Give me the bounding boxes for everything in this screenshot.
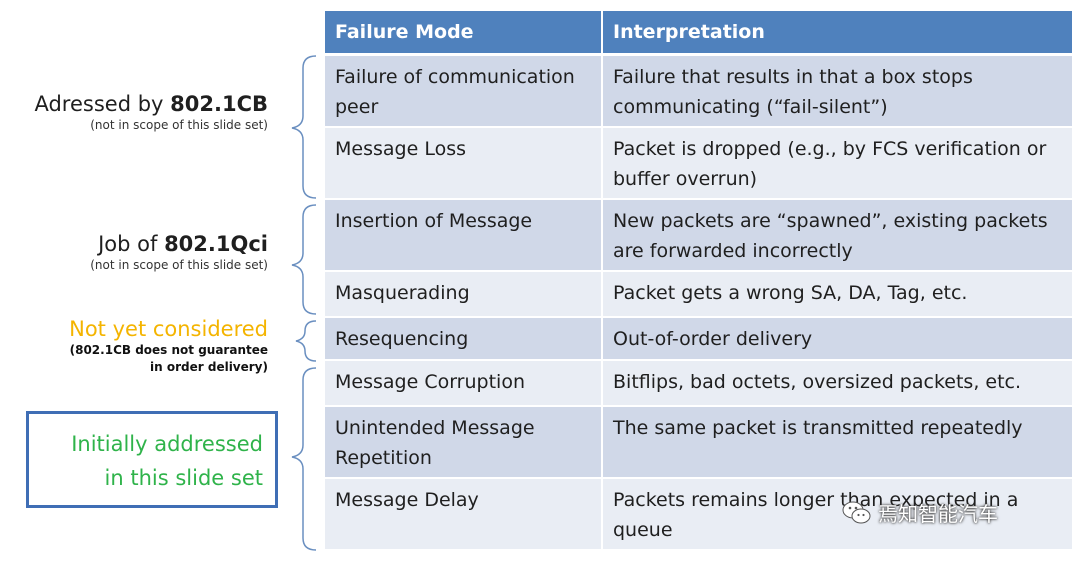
annotation-cb-standard: 802.1CB — [170, 92, 268, 116]
wechat-icon — [842, 501, 871, 523]
failure-mode-cell: Failure of communication peer — [325, 56, 603, 128]
table-row: Resequencing Out-of-order delivery — [325, 318, 1072, 361]
annotation-nyc-note-line2: in order delivery) — [150, 360, 268, 374]
annotation-cb-note: (not in scope of this slide set) — [90, 118, 268, 132]
table-row: Insertion of Message New packets are “sp… — [325, 200, 1072, 272]
annotation-802-1cb: Adressed by 802.1CB (not in scope of thi… — [34, 91, 268, 134]
interpretation-cell: Failure that results in that a box stops… — [603, 56, 1072, 128]
bracket-initial — [291, 367, 317, 551]
interpretation-text: Packets remains longer than expected in … — [613, 489, 1019, 541]
failure-mode-cell: Unintended Message Repetition — [325, 407, 603, 479]
table-row: Message Corruption Bitflips, bad octets,… — [325, 361, 1072, 407]
annotation-802-1qci: Job of 802.1Qci (not in scope of this sl… — [90, 231, 268, 274]
table-row: Unintended Message Repetition The same p… — [325, 407, 1072, 479]
watermark: 焉知智能汽车 — [842, 498, 998, 527]
failure-mode-cell: Resequencing — [325, 318, 603, 361]
failure-mode-cell: Message Loss — [325, 128, 603, 200]
header-interpretation: Interpretation — [603, 11, 1072, 56]
failure-mode-cell: Message Delay — [325, 479, 603, 551]
failure-mode-table: Failure Mode Interpretation Failure of c… — [325, 11, 1072, 551]
bracket-not-considered — [295, 320, 317, 362]
annotation-qci-note: (not in scope of this slide set) — [90, 258, 268, 272]
annotation-qci-standard: 802.1Qci — [164, 232, 268, 256]
interpretation-cell: New packets are “spawned”, existing pack… — [603, 200, 1072, 272]
failure-mode-cell: Masquerading — [325, 272, 603, 318]
failure-mode-cell: Message Corruption — [325, 361, 603, 407]
interpretation-cell: Bitflips, bad octets, oversized packets,… — [603, 361, 1072, 407]
table-row: Message Loss Packet is dropped (e.g., by… — [325, 128, 1072, 200]
annotation-nyc-note-line1: (802.1CB does not guarantee — [69, 343, 268, 357]
failure-mode-cell: Insertion of Message — [325, 200, 603, 272]
interpretation-cell: The same packet is transmitted repeatedl… — [603, 407, 1072, 479]
bracket-cb — [291, 55, 317, 199]
table-header-row: Failure Mode Interpretation — [325, 11, 1072, 56]
table-row: Masquerading Packet gets a wrong SA, DA,… — [325, 272, 1072, 318]
interpretation-cell: Packet is dropped (e.g., by FCS verifica… — [603, 128, 1072, 200]
annotation-initial-line1: Initially addressed — [71, 432, 263, 456]
interpretation-cell: Packets remains longer than expected in … — [603, 479, 1072, 551]
table-row: Message Delay Packets remains longer tha… — [325, 479, 1072, 551]
header-failure-mode: Failure Mode — [325, 11, 603, 56]
annotation-initially-addressed-box: Initially addressed in this slide set — [26, 411, 278, 508]
annotation-cb-prefix: Adressed by — [34, 92, 171, 116]
interpretation-cell: Out-of-order delivery — [603, 318, 1072, 361]
annotation-not-yet-considered: Not yet considered (802.1CB does not gua… — [69, 316, 268, 376]
annotation-nyc-title: Not yet considered — [69, 317, 268, 341]
bracket-qci — [291, 204, 317, 315]
annotation-initial-line2: in this slide set — [104, 466, 263, 490]
interpretation-cell: Packet gets a wrong SA, DA, Tag, etc. — [603, 272, 1072, 318]
table-row: Failure of communication peer Failure th… — [325, 56, 1072, 128]
watermark-text: 焉知智能汽车 — [878, 502, 998, 526]
annotation-qci-prefix: Job of — [98, 232, 165, 256]
